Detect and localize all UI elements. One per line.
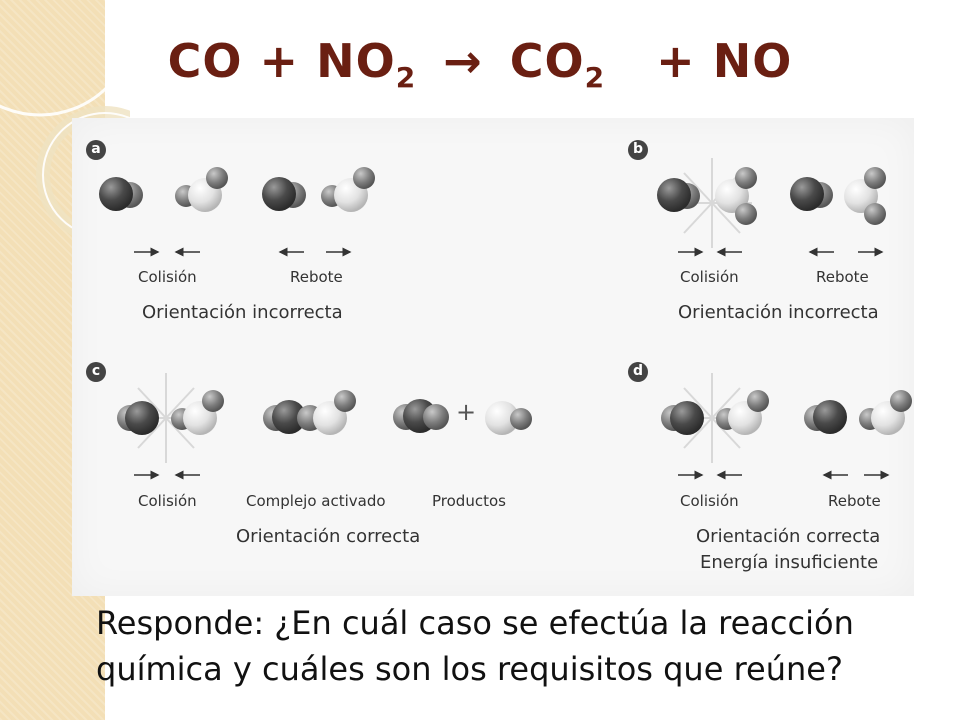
reaction-equation-title: CO + NO2 → CO2 + NO <box>0 34 960 94</box>
panel-b-molecules <box>657 158 886 257</box>
plus-sign: + <box>259 34 300 88</box>
product-co2: CO2 <box>509 34 606 94</box>
panel-b-label-collision: Colisión <box>680 268 739 286</box>
panel-b-label-rebound: Rebote <box>816 268 869 286</box>
plus-sign: + <box>656 34 696 88</box>
panel-a-caption: Orientación incorrecta <box>142 302 343 323</box>
reactant-co: CO <box>167 34 243 88</box>
panel-c-label-activated-complex: Complejo activado <box>246 492 386 510</box>
panel-d-molecules <box>661 373 912 480</box>
question-line-1: Responde: ¿En cuál caso se efectúa la re… <box>96 604 854 642</box>
panel-c-molecules <box>117 373 532 480</box>
panel-c-label-products: Productos <box>432 492 506 510</box>
panel-d-caption-energy: Energía insuficiente <box>700 552 879 573</box>
molecule-drawings <box>99 158 912 480</box>
panel-a-letter: a <box>86 140 106 160</box>
panel-d-label-collision: Colisión <box>680 492 739 510</box>
product-no: NO <box>712 34 793 88</box>
panel-a-label-collision: Colisión <box>138 268 197 286</box>
collision-diagram: a Colisión Rebote Orientación incorrecta… <box>72 118 914 596</box>
panel-b-letter: b <box>628 140 648 160</box>
panel-c-plus-sign: + <box>456 398 477 426</box>
reaction-arrow-icon: → <box>443 34 483 88</box>
panel-c-label-collision: Colisión <box>138 492 197 510</box>
reactant-no2: NO2 <box>316 34 417 94</box>
panel-d-label-rebound: Rebote <box>828 492 881 510</box>
question-line-2: química y cuáles son los requisitos que … <box>96 650 843 688</box>
panel-c-caption: Orientación correcta <box>236 526 421 547</box>
question-text: Responde: ¿En cuál caso se efectúa la re… <box>96 600 956 692</box>
panel-c-letter: c <box>86 362 106 382</box>
panel-d-caption: Orientación correcta <box>696 526 881 547</box>
panel-a-label-rebound: Rebote <box>290 268 343 286</box>
panel-d-letter: d <box>628 362 648 382</box>
panel-a-molecules <box>99 167 375 257</box>
panel-b-caption: Orientación incorrecta <box>678 302 879 323</box>
